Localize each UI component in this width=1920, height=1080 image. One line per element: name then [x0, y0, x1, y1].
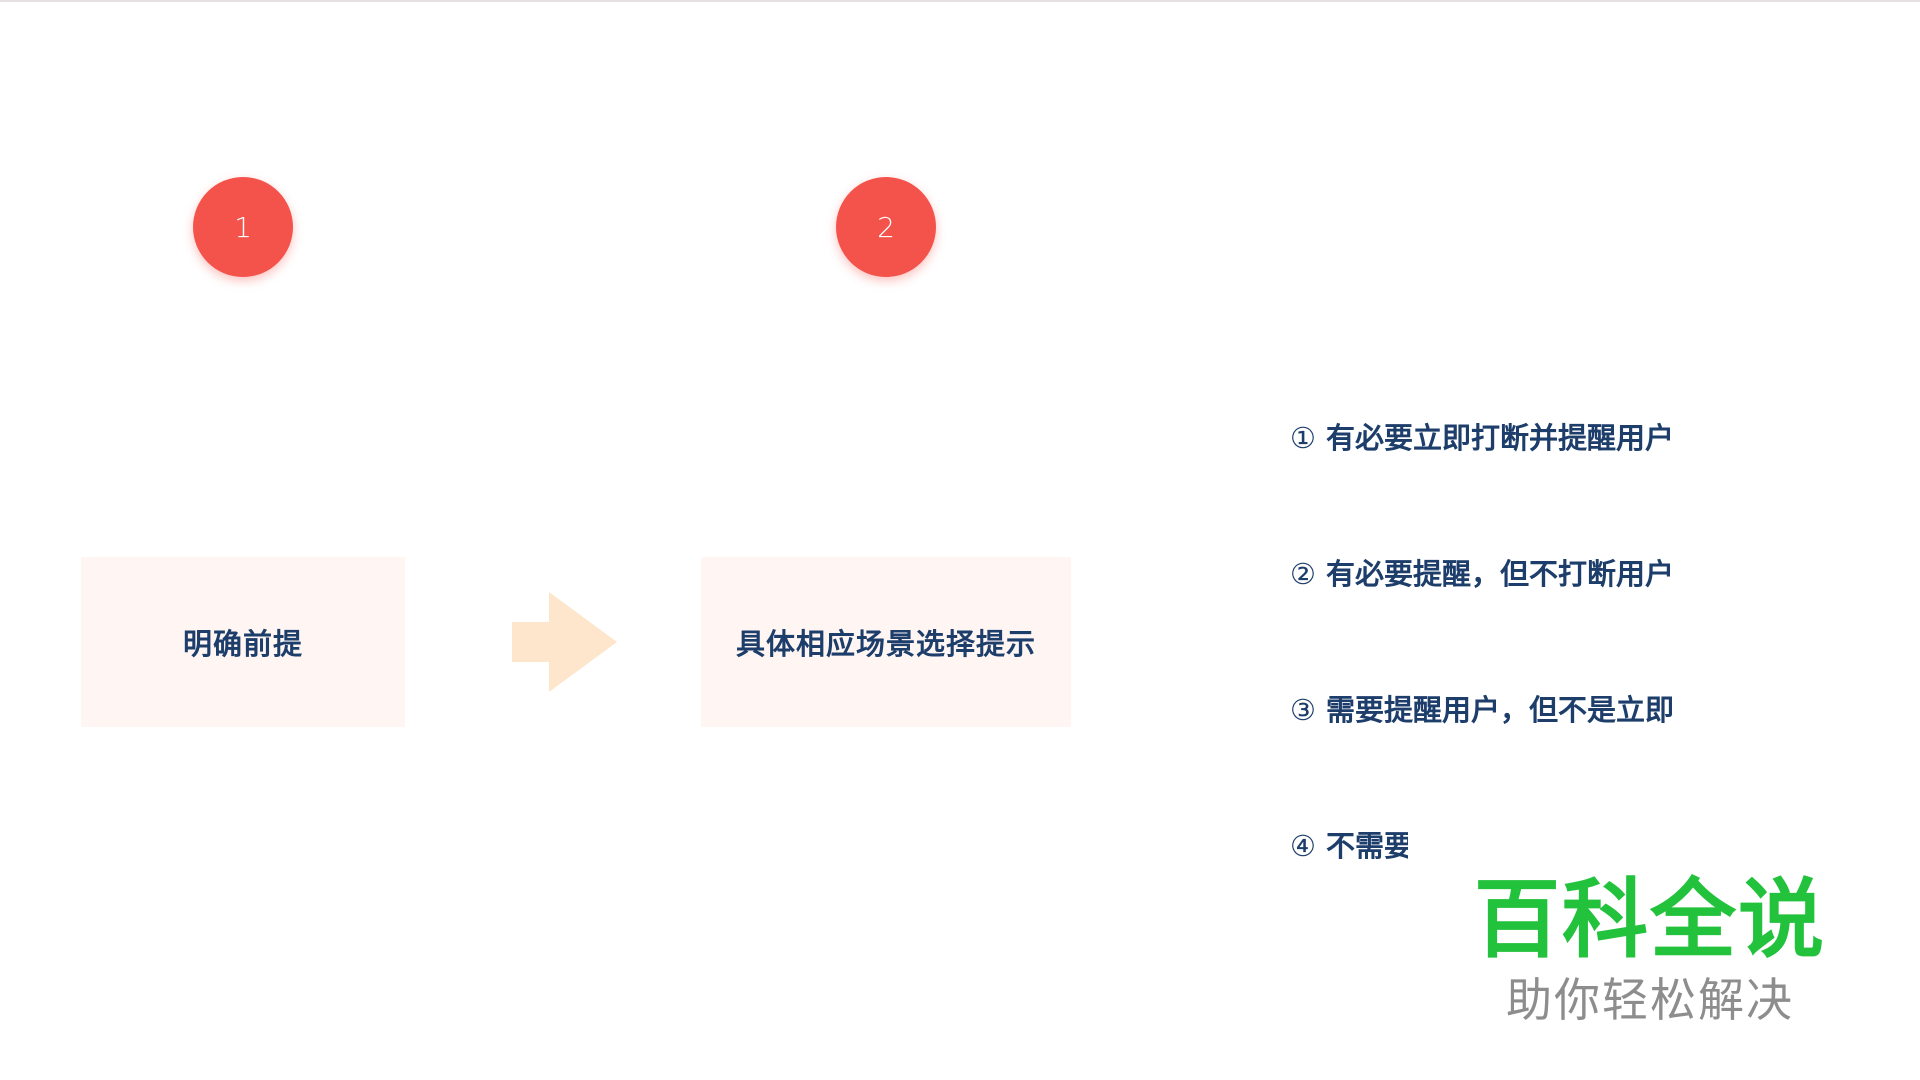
option-1-text: 有必要立即打断并提醒用户: [1326, 421, 1675, 455]
step-2-box: 具体相应场景选择提示: [701, 557, 1071, 727]
reminder-options-list: ① 有必要立即打断并提醒用户 ② 有必要提醒，但不打断用户 ③ 需要提醒用户，但…: [1290, 410, 1750, 954]
watermark-subtitle: 助你轻松解决: [1506, 973, 1794, 1027]
option-3-marker: ③: [1290, 693, 1316, 727]
step-1-number: 1: [234, 210, 252, 244]
watermark-title: 百科全说: [1474, 870, 1826, 970]
right-arrow-icon: [512, 592, 617, 692]
option-3-text: 需要提醒用户，但不是立即: [1326, 693, 1675, 727]
option-1-marker: ①: [1290, 421, 1316, 455]
option-4-marker: ④: [1290, 829, 1316, 863]
step-1-label: 明确前提: [182, 627, 303, 661]
option-2-marker: ②: [1290, 557, 1316, 591]
option-item-2: ② 有必要提醒，但不打断用户: [1290, 546, 1750, 682]
option-item-4: ④ 不需要: [1290, 818, 1750, 954]
option-item-3: ③ 需要提醒用户，但不是立即: [1290, 682, 1750, 818]
option-item-1: ① 有必要立即打断并提醒用户: [1290, 410, 1750, 546]
step-2-badge: 2: [836, 177, 936, 277]
step-2-label: 具体相应场景选择提示: [735, 627, 1036, 661]
watermark-logo: 百科全说 助你轻松解决: [1470, 870, 1830, 1030]
top-divider: [0, 0, 1920, 2]
step-1-box: 明确前提: [81, 557, 405, 727]
step-2-number: 2: [877, 210, 895, 244]
step-1-badge: 1: [193, 177, 293, 277]
option-2-text: 有必要提醒，但不打断用户: [1326, 557, 1675, 591]
option-4-text: 不需要: [1326, 829, 1408, 863]
